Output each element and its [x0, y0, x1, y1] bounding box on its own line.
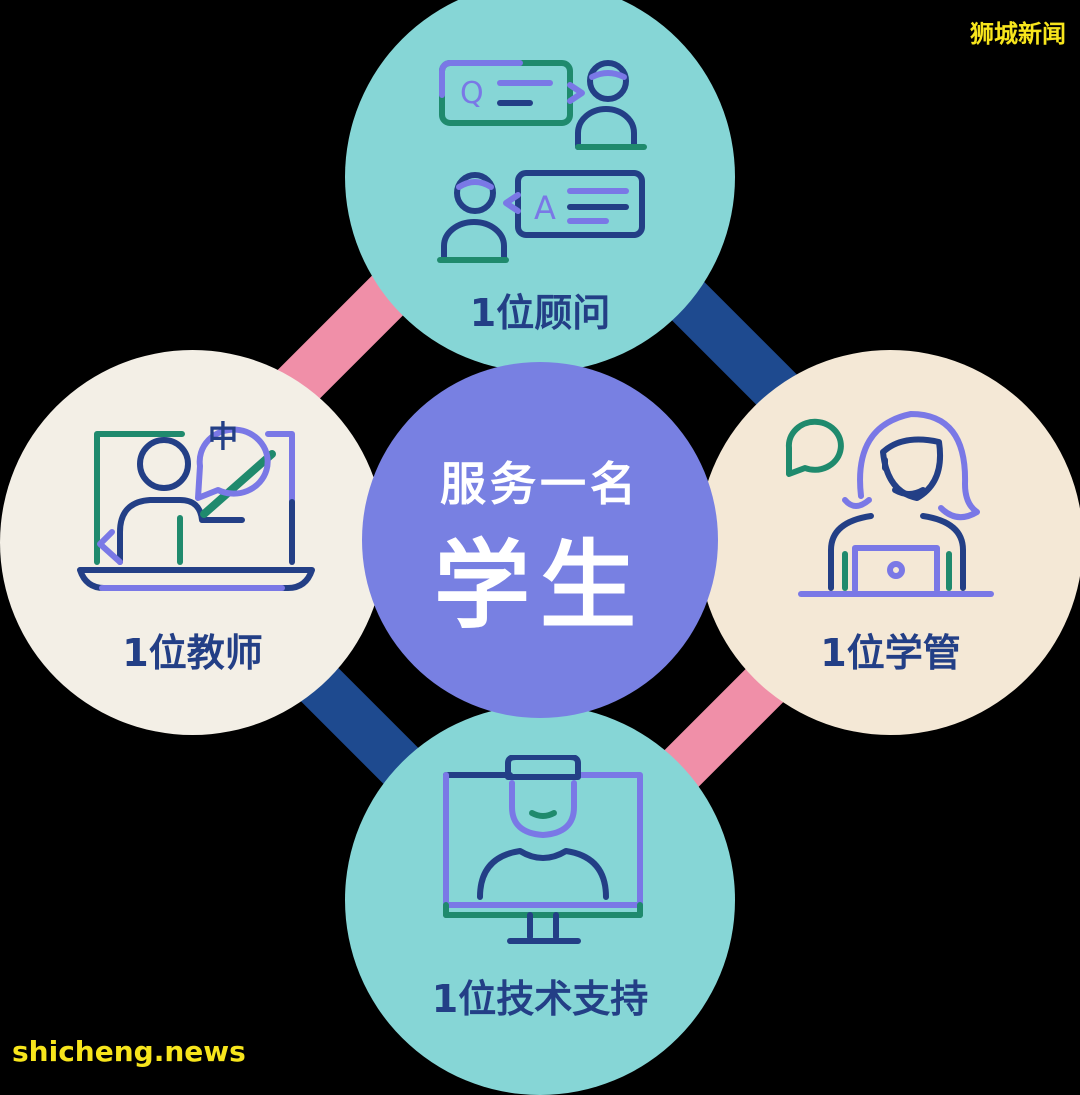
qa-consultant-icon: Q A [437, 60, 647, 263]
q-letter: Q [460, 76, 484, 111]
role-label-consultant: 1位顾问 [469, 291, 611, 335]
watermark-bottom-left: shicheng.news [12, 1035, 246, 1068]
center-subject: 学生 [434, 530, 646, 642]
a-letter: A [534, 189, 556, 227]
teacher-screen-icon: 中 [77, 420, 315, 591]
role-label-teacher: 1位教师 [122, 631, 263, 675]
role-label-tech-support: 1位技术支持 [431, 977, 649, 1021]
role-circle-tech-support [345, 705, 735, 1095]
zh-character: 中 [208, 420, 238, 455]
center-title: 服务一名 [440, 457, 640, 511]
role-label-manager: 1位学管 [820, 631, 961, 675]
center-circle [362, 362, 718, 718]
support-agent-laptop-icon [785, 411, 994, 597]
role-circle-teacher [0, 350, 385, 735]
role-circle-manager [698, 350, 1080, 735]
tech-support-monitor-icon [443, 755, 643, 944]
watermark-top-right: 狮城新闻 [970, 20, 1066, 48]
